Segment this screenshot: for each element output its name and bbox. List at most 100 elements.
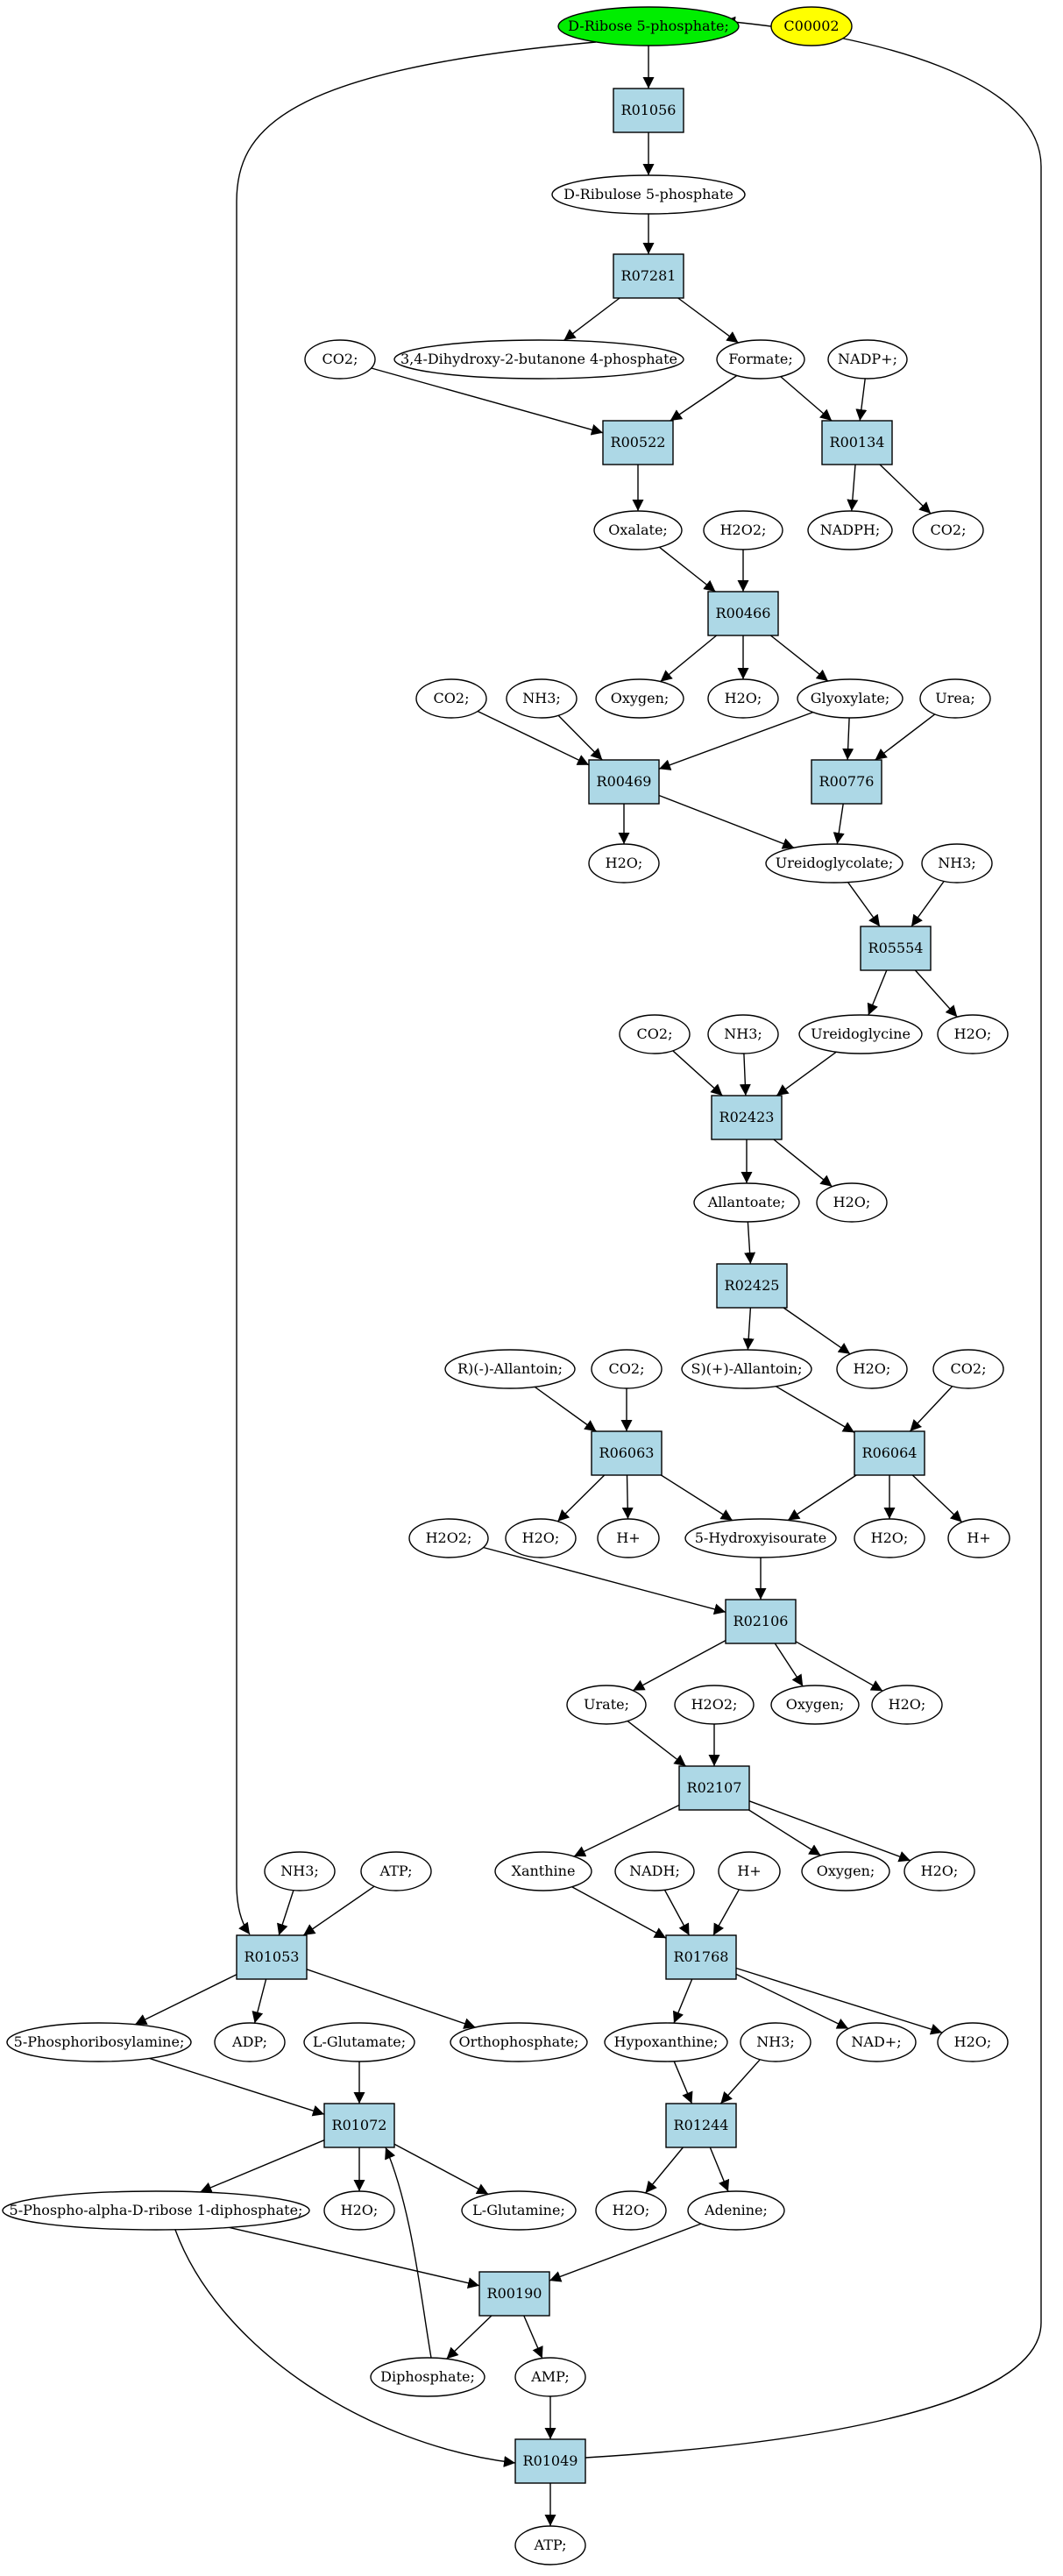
metabolite-h2o_b[interactable]: H2O; [588,843,660,884]
reaction-R07281[interactable]: R07281 [613,253,684,299]
metabolite-urate[interactable]: Urate; [566,1685,647,1725]
reaction-R00522[interactable]: R00522 [602,420,674,465]
metabolite-co2_a[interactable]: CO2; [304,339,376,380]
metabolite-nadh[interactable]: NADH; [614,1851,695,1891]
metabolite-adp[interactable]: ADP; [214,2022,286,2062]
metabolite-ellipse [514,2357,586,2397]
reaction-box [711,1095,783,1140]
metabolite-h2o2_b[interactable]: H2O2; [408,1518,489,1558]
metabolite-lglutamine[interactable]: L-Glutamine; [461,2190,577,2231]
metabolite-label: 5-Hydroxyisourate [695,1529,827,1546]
metabolite-label: H2O; [613,2202,650,2218]
metabolite-co2_d[interactable]: CO2; [619,1014,691,1054]
reaction-R00469[interactable]: R00469 [588,759,660,805]
metabolite-s_allantoin[interactable]: S)(+)-Allantoin; [681,1349,812,1389]
reaction-R01768[interactable]: R01768 [665,1934,737,1980]
metabolite-h2o_f[interactable]: H2O; [505,1518,577,1558]
metabolite-oxalate[interactable]: Oxalate; [593,510,683,550]
metabolite-hplus_a[interactable]: H+ [597,1518,660,1558]
metabolite-formate[interactable]: Formate; [716,339,805,380]
metabolite-co2_e[interactable]: CO2; [591,1349,663,1389]
metabolite-co2_f[interactable]: CO2; [932,1349,1004,1389]
edge-formate-to-R00134 [780,376,833,422]
reaction-R00466[interactable]: R00466 [707,591,779,636]
reaction-R00190[interactable]: R00190 [478,2271,550,2317]
reaction-R01072[interactable]: R01072 [323,2103,395,2148]
metabolite-glyoxylate[interactable]: Glyoxylate; [797,678,904,719]
reaction-box [323,2103,395,2148]
metabolite-ellipse [595,678,684,719]
reaction-label: R02425 [725,1277,780,1294]
metabolite-atp_b[interactable]: ATP; [514,2525,586,2565]
reaction-R01053[interactable]: R01053 [236,1934,308,1980]
metabolite-nadp[interactable]: NADP+; [827,339,908,380]
metabolite-oxygen_b[interactable]: Oxygen; [770,1685,860,1725]
reaction-box [707,591,779,636]
edge-h2o2_b-to-R02106 [483,1546,726,1615]
edge-R02106-to-oxygen_b [774,1643,804,1687]
metabolite-ribulose5p[interactable]: D-Ribulose 5-phosphate [551,174,746,215]
metabolite-ureidoglycine[interactable]: Ureidoglycine [798,1014,923,1054]
metabolite-ribose5p[interactable]: D-Ribose 5-phosphate; [557,6,740,46]
metabolite-nadph[interactable]: NADPH; [807,510,893,550]
reaction-R00134[interactable]: R00134 [821,420,893,465]
reaction-R05554[interactable]: R05554 [860,926,932,971]
edge-nadh-to-R01768 [663,1889,691,1936]
metabolite-lglutamate[interactable]: L-Glutamate; [303,2022,415,2062]
metabolite-pribosylamine[interactable]: 5-Phosphoribosylamine; [6,2022,192,2062]
metabolite-oxygen_a[interactable]: Oxygen; [595,678,684,719]
metabolite-co2_b[interactable]: CO2; [912,510,984,550]
metabolite-allantoate[interactable]: Allantoate; [693,1182,800,1223]
metabolite-urea[interactable]: Urea; [919,678,991,719]
metabolite-h2o_c[interactable]: H2O; [937,1014,1009,1054]
metabolite-dhbp[interactable]: 3,4-Dihydroxy-2-butanone 4-phosphate [393,339,684,380]
metabolite-hydroxyisourate[interactable]: 5-Hydroxyisourate [684,1518,837,1558]
reaction-R06063[interactable]: R06063 [591,1430,663,1476]
reaction-R02423[interactable]: R02423 [711,1095,783,1140]
metabolite-hplus_c[interactable]: H+ [718,1851,781,1891]
metabolite-h2o_e[interactable]: H2O; [836,1349,908,1389]
metabolite-nh3_e[interactable]: NH3; [740,2022,811,2062]
metabolite-h2o_d[interactable]: H2O; [816,1182,888,1223]
metabolite-atp_a[interactable]: ATP; [360,1851,432,1891]
metabolite-ellipse [921,843,993,884]
metabolite-co2_c[interactable]: CO2; [415,678,487,719]
metabolite-nh3_c[interactable]: NH3; [707,1014,779,1054]
metabolite-amp[interactable]: AMP; [514,2357,586,2397]
metabolite-h2o_g[interactable]: H2O; [854,1518,925,1558]
metabolite-h2o2_a[interactable]: H2O2; [703,510,783,550]
metabolite-ureidoglycolate[interactable]: Ureidoglycolate; [765,843,904,884]
metabolite-ellipse [588,843,660,884]
metabolite-h2o_h[interactable]: H2O; [871,1685,943,1725]
reaction-R02106[interactable]: R02106 [725,1599,797,1644]
metabolite-xanthine[interactable]: Xanthine [494,1851,592,1891]
reaction-R01056[interactable]: R01056 [613,88,684,133]
metabolite-h2o_j[interactable]: H2O; [937,2022,1009,2062]
reaction-R06064[interactable]: R06064 [854,1430,925,1476]
reaction-R01244[interactable]: R01244 [665,2103,737,2148]
metabolite-h2o2_c[interactable]: H2O2; [674,1685,755,1725]
metabolite-nh3_d[interactable]: NH3; [264,1851,336,1891]
metabolite-prpp[interactable]: 5-Phospho-alpha-D-ribose 1-diphosphate; [2,2190,310,2231]
metabolite-h2o_l[interactable]: H2O; [595,2190,667,2231]
metabolite-h2o_k[interactable]: H2O; [323,2190,395,2231]
metabolite-orthophosphate[interactable]: Orthophosphate; [450,2022,588,2062]
metabolite-h2o_i[interactable]: H2O; [904,1851,975,1891]
metabolite-h2o_a[interactable]: H2O; [707,678,779,719]
metabolite-nh3_b[interactable]: NH3; [921,843,993,884]
metabolite-adenine[interactable]: Adenine; [687,2190,785,2231]
metabolite-hypoxanthine[interactable]: Hypoxanthine; [604,2022,728,2062]
reaction-R00776[interactable]: R00776 [811,759,882,805]
metabolite-nadplus[interactable]: NAD+; [836,2022,917,2062]
reaction-R02425[interactable]: R02425 [716,1263,788,1309]
metabolite-r_allantoin[interactable]: R)(-)-Allantoin; [444,1349,576,1389]
reaction-box [514,2438,586,2484]
metabolite-oxygen_c[interactable]: Oxygen; [801,1851,890,1891]
metabolite-diphosphate[interactable]: Diphosphate; [370,2357,485,2397]
metabolite-nh3_a[interactable]: NH3; [506,678,578,719]
metabolite-c00002[interactable]: C00002 [770,6,853,46]
reaction-R02107[interactable]: R02107 [678,1765,750,1811]
edge-atp_a-to-R01053 [302,1885,375,1936]
reaction-R01049[interactable]: R01049 [514,2438,586,2484]
metabolite-hplus_b[interactable]: H+ [947,1518,1010,1558]
